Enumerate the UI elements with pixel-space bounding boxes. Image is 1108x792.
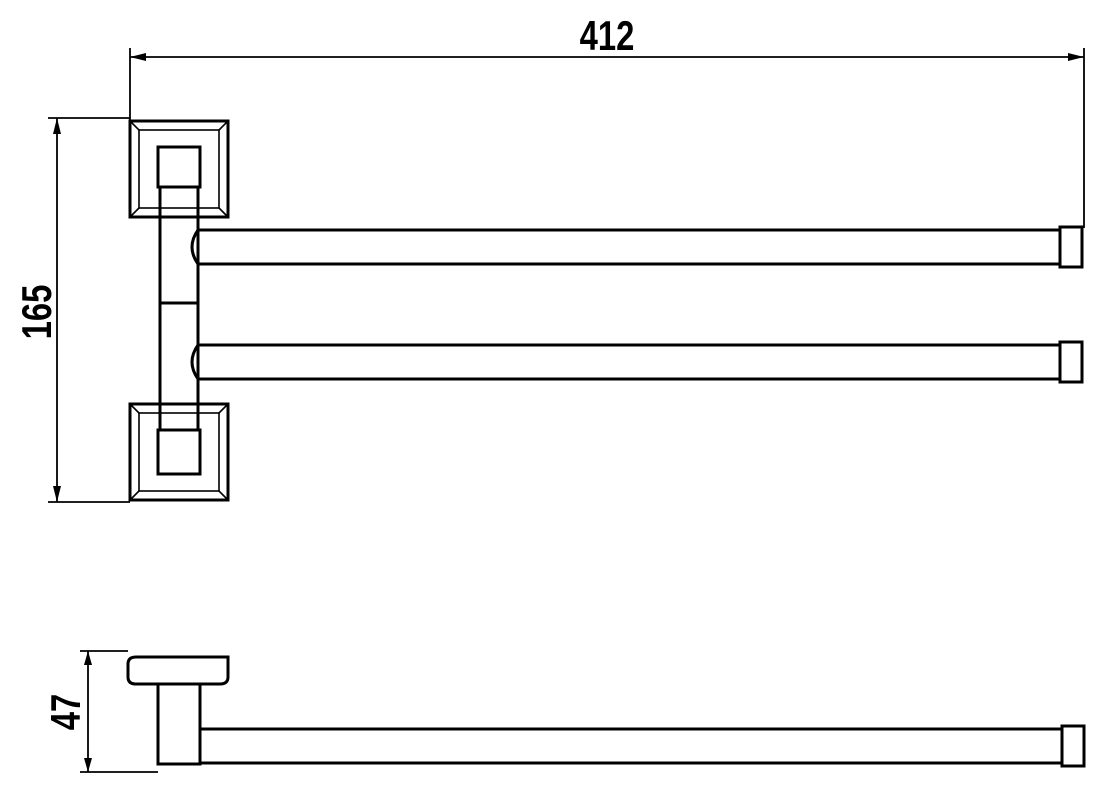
side-view: 47	[42, 650, 1086, 773]
side-towel-arm	[200, 724, 1086, 768]
bottom-mount-plate	[128, 402, 230, 502]
upper-towel-arm	[190, 225, 1084, 269]
side-mount-plate	[126, 655, 230, 686]
front-view: 412 165	[13, 12, 1085, 503]
side-post	[156, 682, 202, 766]
width-label: 412	[580, 12, 635, 59]
top-mount-plate	[128, 119, 230, 219]
depth-dimension: 47	[42, 650, 158, 773]
pivot-post	[158, 185, 200, 432]
height-dimension: 165	[13, 117, 130, 503]
width-dimension: 412	[129, 12, 1085, 228]
lower-towel-arm	[190, 340, 1084, 384]
depth-label: 47	[42, 694, 89, 730]
height-label: 165	[13, 285, 60, 340]
